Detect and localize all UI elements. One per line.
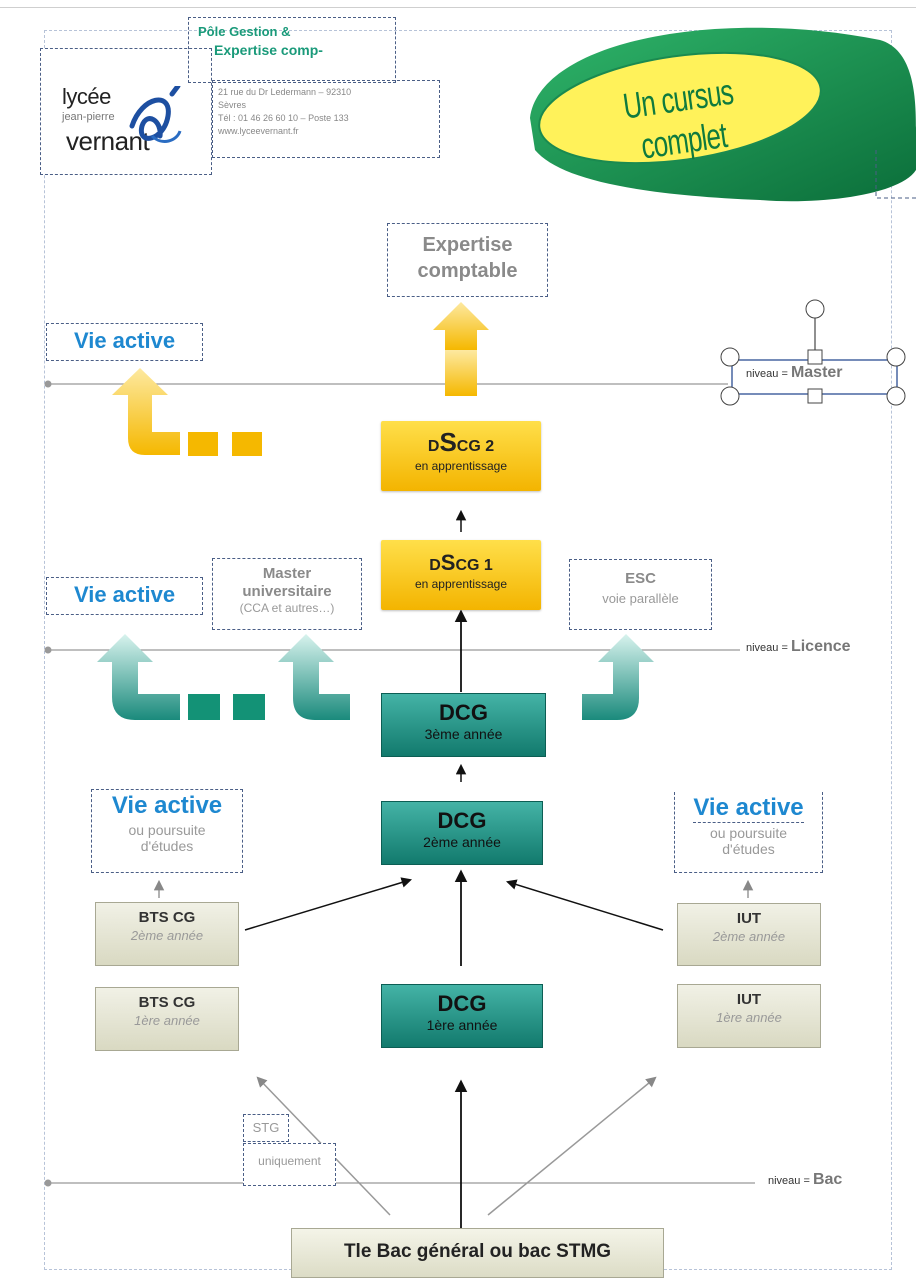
pole-title-line2: Expertise comp- [214, 42, 323, 58]
iut1-sub: 1ère année [716, 1010, 782, 1025]
address: 21 rue du Dr Ledermann – 92310 Sèvres Té… [218, 86, 438, 138]
dscg1-title: DSCG 1 [429, 550, 493, 575]
vie-active-left-title: Vie active [111, 792, 223, 819]
iut2-sub: 2ème année [712, 929, 786, 944]
dscg1-sub: en apprentissage [414, 577, 508, 591]
vie-active-top: Vie active [73, 328, 176, 353]
vie-active-left-sub1: ou poursuite [128, 822, 206, 838]
level-name: Bac [812, 1171, 843, 1188]
bts1-sub: 1ère année [134, 1013, 200, 1028]
uniquement-label: uniquement [258, 1154, 321, 1168]
bts1-title: BTS CG [138, 994, 196, 1011]
arrow-bent-master-univ [278, 634, 350, 720]
top-rule [0, 7, 916, 8]
level-prefix: niveau = [746, 368, 791, 380]
address-line: www.lyceevernant.fr [218, 126, 299, 136]
iut2-box: IUT 2ème année [677, 903, 821, 966]
stg-label: STG [252, 1120, 280, 1135]
esc-box: ESC voie parallèle [569, 559, 712, 630]
arrow-bac-iut [487, 1076, 657, 1216]
vie-active-mid-box: Vie active [46, 577, 203, 615]
master-univ-line2: universitaire [242, 583, 332, 600]
dcg3-box: DCG 3ème année [381, 693, 546, 757]
arrow-bent-vie-active-mid [97, 634, 265, 720]
badge-frame [875, 150, 916, 199]
level-name: Master [790, 364, 843, 381]
dscg2-title: DSCG 2 [427, 427, 495, 457]
level-line-master [44, 380, 728, 388]
address-line: Sèvres [218, 100, 247, 110]
iut1-title: IUT [736, 991, 762, 1008]
arrow-iut-dcg2 [505, 879, 664, 931]
dcg2-box: DCG 2ème année [381, 801, 543, 865]
level-name: Licence [790, 638, 851, 655]
dcg2-title: DCG [437, 808, 487, 833]
vie-active-right-title: Vie active [693, 794, 804, 823]
bac-box: Tle Bac général ou bac STMG [291, 1228, 664, 1278]
stg-box: STG [243, 1114, 289, 1142]
address-box [212, 80, 440, 158]
level-label-licence: niveau = Licence [746, 638, 851, 656]
arrow-up-expertise [433, 302, 489, 350]
vie-active-top-box: Vie active [46, 323, 203, 361]
vie-active-right-box: Vie active ou poursuite d'études [674, 792, 823, 873]
level-line-bac [44, 1179, 755, 1187]
level-label-bac: niveau = Bac [768, 1171, 842, 1189]
bts2-box: BTS CG 2ème année [95, 902, 239, 966]
dcg1-sub: 1ère année [426, 1017, 498, 1033]
bts1-box: BTS CG 1ère année [95, 987, 239, 1051]
arrow-bent-esc [582, 634, 654, 720]
uniquement-box: uniquement [243, 1143, 336, 1186]
vie-active-right-sub1: ou poursuite [709, 825, 788, 841]
level-prefix: niveau = [768, 1175, 813, 1187]
address-line: Tél : 01 46 26 60 10 – Poste 133 [218, 113, 349, 123]
master-univ-line3: (CCA et autres…) [239, 601, 335, 615]
dscg1-box: DSCG 1 en apprentissage [381, 540, 541, 610]
arrow-up-expertise-shaft [445, 350, 477, 396]
vie-active-left-sub2: d'études [140, 838, 194, 854]
iut1-box: IUT 1ère année [677, 984, 821, 1048]
logo [40, 48, 212, 175]
vie-active-mid: Vie active [73, 582, 176, 607]
logo-swirl-icon [129, 86, 182, 143]
selection-handles [720, 299, 906, 406]
dcg3-title: DCG [439, 700, 488, 725]
logo-text-vernant: vernant [66, 126, 150, 156]
dcg3-sub: 3ème année [424, 726, 503, 742]
logo-text-jean-pierre: jean-pierre [62, 111, 115, 123]
dcg2-sub: 2ème année [423, 834, 501, 850]
esc-title: ESC [625, 570, 656, 587]
bts2-title: BTS CG [138, 909, 196, 926]
badge-oval [530, 27, 916, 202]
dcg1-box: DCG 1ère année [381, 984, 543, 1048]
bts2-sub: 2ème année [130, 928, 204, 943]
master-univ-line1: Master [262, 565, 312, 582]
arrow-bts-dcg2 [244, 877, 413, 931]
pole-box [188, 17, 396, 83]
esc-sub: voie parallèle [602, 591, 679, 606]
pole-title-line1: Pôle Gestion & [198, 24, 291, 39]
expertise-line1: Expertise [422, 234, 513, 256]
expertise-line2: comptable [417, 260, 518, 282]
dscg2-box: DSCG 2 en apprentissage [381, 421, 541, 491]
dscg2-sub: en apprentissage [414, 459, 508, 473]
address-line: 21 rue du Dr Ledermann – 92310 [218, 87, 352, 97]
iut2-title: IUT [736, 910, 762, 927]
level-label-master: niveau = Master [746, 364, 843, 382]
logo-text-lycee: lycée [62, 84, 111, 109]
expertise-box: Expertise comptable [387, 223, 548, 297]
arrow-bent-vie-active-top [112, 368, 262, 456]
master-univ-box: Master universitaire (CCA et autres…) [212, 558, 362, 630]
bac-title: Tle Bac général ou bac STMG [343, 1241, 612, 1262]
level-prefix: niveau = [746, 642, 791, 654]
vie-active-right-sub2: d'études [722, 841, 775, 857]
dcg1-title: DCG [437, 991, 487, 1016]
vie-active-left-box: Vie active ou poursuite d'études [91, 789, 243, 873]
